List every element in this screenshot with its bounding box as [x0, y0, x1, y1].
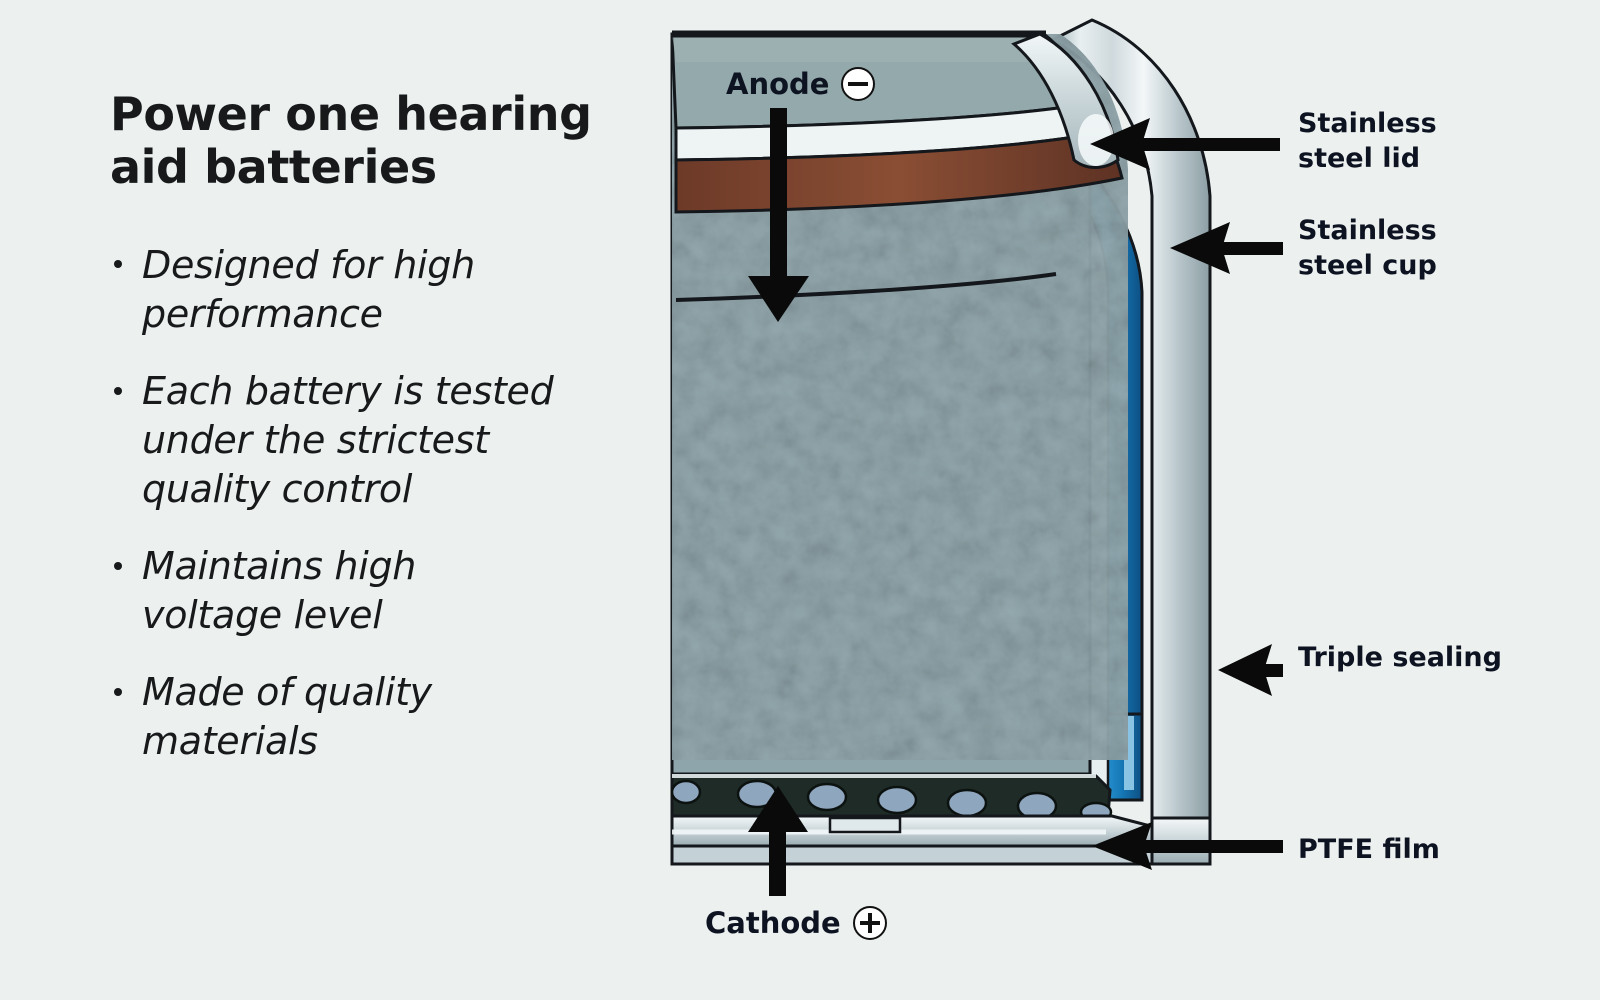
anode-direction-arrow [748, 108, 809, 322]
callout-label-stainless-steel-lid: Stainless steel lid [1298, 108, 1437, 174]
callout-arrow-triple-sealing [1218, 644, 1283, 696]
cathode-perforations [670, 779, 1113, 823]
bullet-dot-icon [114, 687, 122, 696]
bullet-dot-icon [114, 386, 122, 395]
anode-label: Anode [726, 67, 830, 101]
list-item-label: Maintains high voltage level [142, 543, 417, 637]
minus-sign-icon [841, 67, 876, 101]
callout-label-triple-sealing: Triple sealing [1298, 642, 1502, 673]
cathode-direction-arrow [748, 786, 808, 896]
ptfe-film-notch [828, 816, 902, 834]
lid-face-shade [672, 34, 1068, 62]
lid-specular-highlight [1078, 114, 1114, 166]
list-item: Designed for high performance [110, 241, 562, 339]
callout-arrow-stainless-steel-lid [1090, 118, 1280, 170]
list-item-label: Designed for high performance [142, 242, 475, 336]
callout-label-ptfe-film: PTFE film [1298, 834, 1440, 865]
list-item: Each battery is tested under the stricte… [110, 367, 562, 514]
feature-bullet-list: Designed for high performance Each batte… [110, 241, 630, 766]
bottom-steel-layer [670, 844, 1168, 866]
bullet-dot-icon [114, 561, 122, 570]
stainless-steel-cup-wall [1048, 18, 1212, 820]
list-item: Made of quality materials [110, 668, 562, 766]
cathode-label: Cathode [705, 906, 841, 940]
anode-label-group: Anode [726, 67, 876, 101]
callout-label-stainless-steel-cup: Stainless steel cup [1298, 215, 1437, 281]
page-title: Power one hearing aid batteries [110, 87, 592, 195]
list-item: Maintains high voltage level [110, 542, 562, 640]
list-item-label: Made of quality materials [142, 669, 432, 763]
plus-sign-icon [852, 906, 887, 940]
internal-boundary-line [675, 272, 1057, 302]
callout-arrow-ptfe-film [1092, 822, 1283, 870]
list-item-label: Each battery is tested under the stricte… [142, 368, 554, 511]
bullet-dot-icon [114, 260, 122, 269]
cathode-label-group: Cathode [705, 906, 887, 940]
text-panel: Power one hearing aid batteries Designed… [110, 87, 630, 794]
callout-arrow-stainless-steel-cup [1170, 222, 1283, 274]
